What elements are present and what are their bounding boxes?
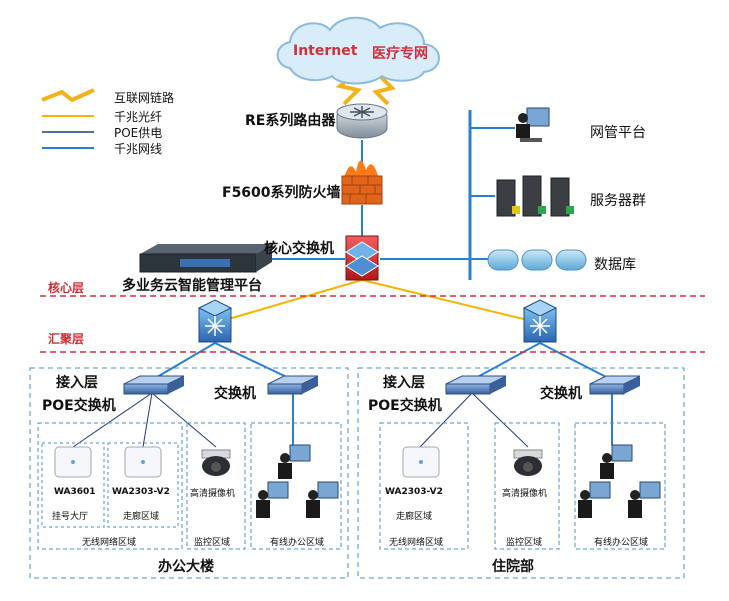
poe-line-3 bbox=[151, 392, 217, 448]
office-wired-area-box bbox=[250, 422, 342, 550]
office-pc-users-icon bbox=[256, 444, 339, 518]
agg-sw-left bbox=[214, 342, 294, 381]
legend-fiber-label: 千兆光纤 bbox=[114, 110, 163, 124]
inpatient-poe-switch-label: POE交换机 bbox=[368, 398, 442, 414]
office-wireless-area-box bbox=[37, 422, 183, 550]
firewall-icon bbox=[341, 160, 383, 205]
inpatient-wireless-area-label: 无线网络区域 bbox=[389, 538, 444, 548]
office-camera-icon bbox=[201, 449, 231, 476]
legend-ethernet-label: 千兆网线 bbox=[114, 142, 163, 156]
office-building-box bbox=[29, 367, 349, 579]
cloud-internet-label: Internet bbox=[293, 43, 358, 59]
inpatient-wireless-area-box bbox=[379, 422, 469, 550]
inpatient-building-box bbox=[357, 367, 685, 579]
legend-internet-swatch bbox=[41, 88, 95, 103]
inpatient-switch-icon bbox=[589, 375, 641, 395]
inpatient-ap-model: WA2303-V2 bbox=[385, 487, 443, 497]
agg-poe-left bbox=[151, 342, 216, 381]
platform-label: 多业务云智能管理平台 bbox=[122, 278, 262, 294]
office-ap2-model: WA2303-V2 bbox=[112, 487, 170, 497]
poe-line-4 bbox=[419, 392, 473, 448]
inpatient-wired-area-box bbox=[574, 422, 666, 550]
inpatient-pc-users-icon bbox=[578, 444, 661, 518]
inpatient-poe-switch-icon bbox=[445, 375, 507, 395]
inpatient-camera-icon bbox=[513, 449, 543, 476]
office-ap1-box bbox=[41, 442, 105, 528]
legend bbox=[41, 88, 95, 149]
inpatient-building-label: 住院部 bbox=[492, 559, 534, 575]
office-wireless-area-label: 无线网络区域 bbox=[82, 538, 137, 548]
inpatient-camera-label: 高清摄像机 bbox=[502, 489, 548, 499]
router-label: RE系列路由器 bbox=[245, 113, 336, 129]
router-icon bbox=[336, 103, 388, 139]
nms-workstation-icon bbox=[516, 107, 550, 142]
legend-poe-label: POE供电 bbox=[114, 126, 163, 140]
aggregation-switch-left-icon bbox=[197, 299, 233, 343]
fiber-core-agg-right bbox=[361, 279, 541, 324]
office-poe-switch-label: POE交换机 bbox=[42, 398, 116, 414]
inpatient-monitor-area-label: 监控区域 bbox=[506, 538, 543, 548]
office-ap2-box bbox=[107, 442, 179, 528]
nms-label: 网管平台 bbox=[590, 125, 646, 141]
office-monitor-area-label: 监控区域 bbox=[194, 538, 231, 548]
office-camera-label: 高清摄像机 bbox=[190, 489, 236, 499]
office-ap1-model: WA3601 bbox=[54, 487, 96, 497]
agg-poe-right bbox=[471, 342, 541, 381]
office-switch-icon bbox=[267, 375, 319, 395]
firewall-label: F5600系列防火墙 bbox=[222, 185, 341, 201]
office-ap1-icon bbox=[54, 446, 92, 478]
database-icon bbox=[487, 249, 587, 271]
inpatient-monitor-area-box bbox=[494, 422, 560, 550]
office-ap2-area: 走廊区域 bbox=[123, 512, 160, 522]
office-ap2-icon bbox=[124, 446, 162, 478]
office-wired-area-label: 有线办公区域 bbox=[270, 538, 325, 548]
core-layer-label: 核心层 bbox=[48, 281, 85, 295]
inpatient-switch-label: 交换机 bbox=[540, 386, 582, 402]
aggregation-layer-label: 汇聚层 bbox=[48, 332, 85, 346]
inpatient-ap-area: 走廊区域 bbox=[396, 512, 433, 522]
fiber-core-agg-left bbox=[214, 279, 363, 324]
core-switch-icon bbox=[345, 235, 379, 281]
office-access-layer-label: 接入层 bbox=[56, 375, 98, 391]
office-building-label: 办公大楼 bbox=[158, 559, 214, 575]
cloud-icon bbox=[276, 16, 440, 85]
server-cluster-icon bbox=[496, 175, 574, 217]
poe-line-5 bbox=[471, 392, 529, 448]
legend-internet-label: 互联网链路 bbox=[114, 91, 175, 105]
office-ap1-area: 挂号大厅 bbox=[52, 512, 89, 522]
management-platform-icon bbox=[139, 244, 272, 273]
office-monitor-area-box bbox=[186, 422, 246, 550]
internet-link-line-2 bbox=[372, 74, 396, 106]
database-label: 数据库 bbox=[594, 257, 636, 273]
inpatient-access-layer-label: 接入层 bbox=[383, 375, 425, 391]
poe-line-2 bbox=[142, 392, 153, 448]
cloud-medical-label: 医疗专网 bbox=[372, 46, 428, 62]
office-switch-label: 交换机 bbox=[214, 386, 256, 402]
servers-label: 服务器群 bbox=[590, 193, 646, 209]
core-switch-label: 核心交换机 bbox=[264, 241, 334, 257]
agg-sw-right bbox=[539, 342, 613, 381]
inpatient-ap-icon bbox=[402, 446, 440, 478]
poe-line-1 bbox=[72, 392, 153, 448]
office-poe-switch-icon bbox=[123, 375, 185, 395]
aggregation-switch-right-icon bbox=[522, 299, 558, 343]
inpatient-wired-area-label: 有线办公区域 bbox=[594, 538, 649, 548]
